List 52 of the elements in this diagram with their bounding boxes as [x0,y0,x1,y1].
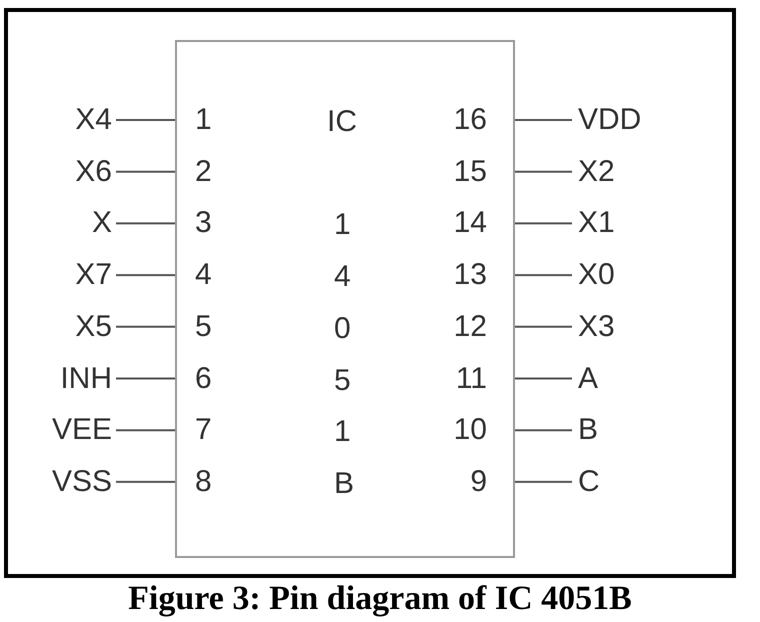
pin-line [116,378,175,380]
pin-number: 1 [195,102,212,138]
part-number: 1 4 0 5 1 B [334,207,351,502]
pin-name: X5 [75,308,112,345]
pin-name: X2 [578,154,615,190]
pin-line [515,222,572,224]
pin-number: 14 [452,205,487,242]
pin-line [515,480,572,483]
pin-line [515,429,572,432]
pin-name: B [578,412,598,448]
pin-name: VEE [52,412,112,448]
pin-name: VDD [578,102,642,138]
pin-number: 15 [452,154,487,190]
figure-caption: Figure 3: Pin diagram of IC 4051B [127,580,633,618]
ic-body [175,40,515,558]
pin-line [116,274,175,276]
pin-number: 6 [195,360,212,396]
pin-number: 16 [452,102,487,138]
pin-line [515,170,572,173]
pin-name: X4 [75,102,112,138]
pin-number: 2 [195,154,212,190]
pin-number: 4 [195,257,212,294]
pin-line [116,170,175,173]
chip-label: IC [327,104,357,140]
pin-line [116,480,175,483]
pin-number: 11 [454,360,487,396]
pin-name: X3 [578,308,615,345]
pin-line [116,429,175,432]
pin-name: C [578,464,600,500]
pin-line [116,326,175,328]
pin-name: X6 [75,154,112,190]
pin-number: 7 [195,412,212,448]
pin-name: INH [60,360,112,396]
pin-number: 10 [452,412,487,448]
pin-name: A [578,360,598,396]
pin-name: X7 [75,257,112,294]
pin-line [515,378,572,380]
pin-number: 9 [469,464,487,500]
pin-name: X1 [578,205,615,242]
pin-number: 5 [195,308,212,345]
pin-line [515,274,572,276]
pin-line [116,119,175,121]
pin-number: 8 [195,464,212,500]
pin-name: VSS [52,464,112,500]
pin-line [515,326,572,328]
pin-number: 12 [452,308,487,345]
pin-line [116,222,175,224]
pin-name: X0 [578,257,615,294]
pin-name: X [92,205,112,242]
pin-line [515,119,572,121]
pin-number: 3 [195,205,212,242]
pin-number: 13 [452,257,487,294]
